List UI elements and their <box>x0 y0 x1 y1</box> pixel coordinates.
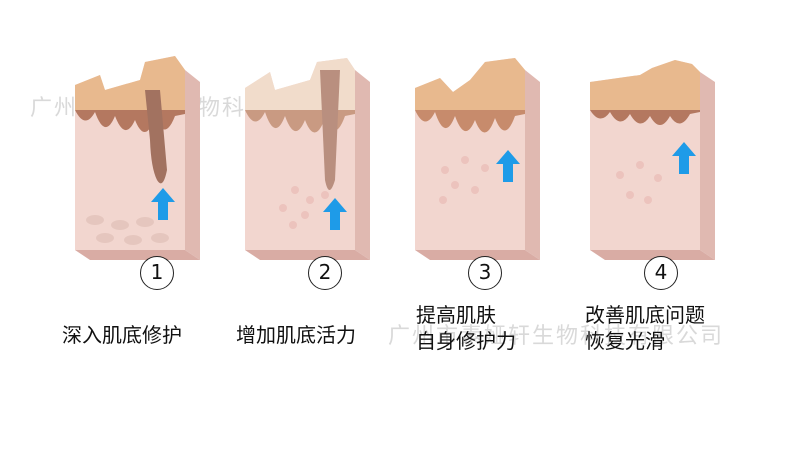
caption-line: 深入肌底修护 <box>62 322 182 348</box>
step-number-4: 4 <box>644 256 678 290</box>
step-number-1: 1 <box>140 256 174 290</box>
step-caption-3: 提高肌肤 自身修护力 <box>416 302 516 354</box>
step-caption-4: 改善肌底问题 恢复光滑 <box>585 302 705 354</box>
caption-line: 改善肌底问题 <box>585 302 705 328</box>
caption-line: 自身修护力 <box>416 328 516 354</box>
step-caption-2: 增加肌底活力 <box>236 322 356 348</box>
skin-diagram-2 <box>235 50 385 280</box>
caption-line: 提高肌肤 <box>416 302 516 328</box>
caption-line: 恢复光滑 <box>585 328 705 354</box>
skin-diagram-3 <box>405 50 555 280</box>
step-caption-1: 深入肌底修护 <box>62 322 182 348</box>
step-number-2: 2 <box>308 256 342 290</box>
skin-diagram-4 <box>580 50 730 280</box>
caption-line: 增加肌底活力 <box>236 322 356 348</box>
step-number-3: 3 <box>468 256 502 290</box>
skin-diagram-1 <box>65 50 215 280</box>
